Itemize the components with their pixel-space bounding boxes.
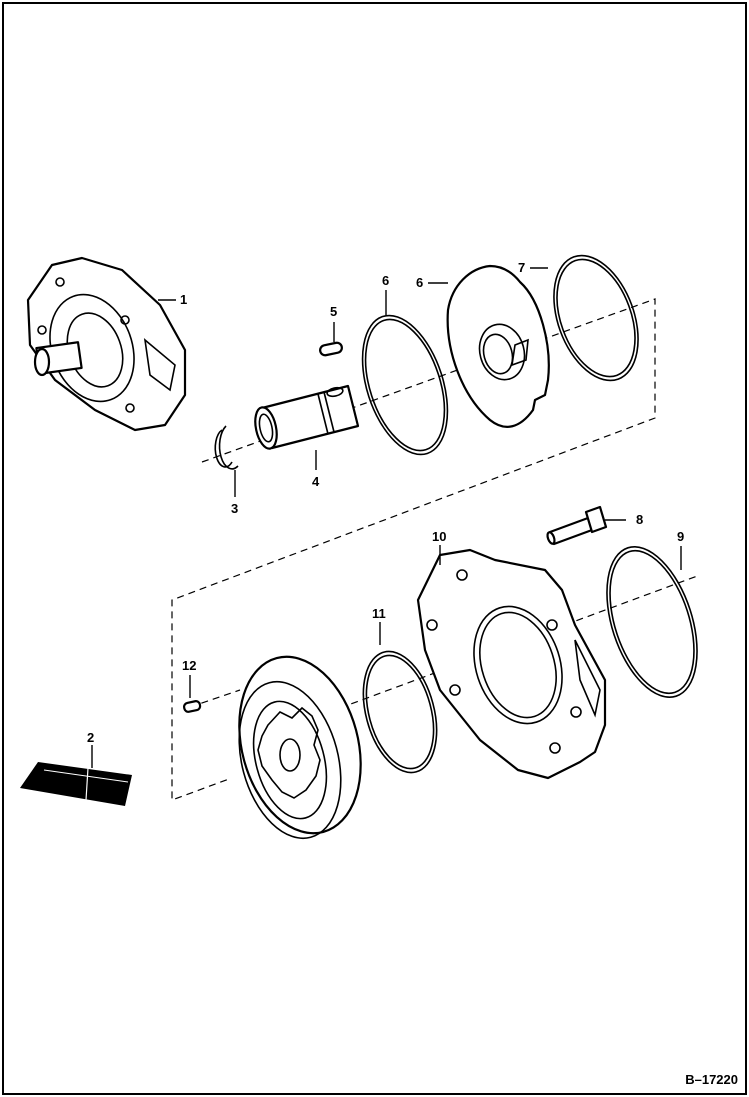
callout-leaders: [91, 267, 682, 768]
part-9-o-ring: [606, 545, 698, 699]
callout-12: 12: [182, 658, 196, 673]
part-11-o-ring: [362, 650, 438, 774]
gerotor-assembly: [238, 655, 362, 840]
callout-4: 4: [312, 474, 320, 489]
callout-10: 10: [432, 529, 446, 544]
callout-1: 1: [180, 292, 187, 307]
callout-11: 11: [372, 606, 386, 621]
part-7-plate: [446, 264, 550, 428]
part-5-key: [319, 341, 343, 357]
callout-6-a: 6: [382, 273, 389, 288]
part-3-snap-ring: [214, 425, 239, 470]
part-2-seal-strip: [20, 762, 132, 806]
callout-5: 5: [330, 304, 337, 319]
part-10-housing-flange: [416, 548, 607, 780]
part-12-pin: [182, 700, 202, 713]
callout-7: 6: [416, 275, 423, 290]
part-8-bolt: [546, 505, 608, 546]
part-1-end-housing: [26, 256, 187, 432]
part-4-shaft-bearing: [254, 384, 360, 450]
callout-3: 3: [231, 501, 238, 516]
part-6-o-ring-b: [553, 254, 639, 382]
reference-number: B–17220: [685, 1072, 738, 1087]
callout-9: 9: [677, 529, 684, 544]
callout-6-b: 7: [518, 260, 525, 275]
assembly-center-lines: [171, 298, 701, 801]
callout-8: 8: [636, 512, 643, 527]
part-6-o-ring-a: [361, 314, 449, 456]
callout-2: 2: [87, 730, 94, 745]
